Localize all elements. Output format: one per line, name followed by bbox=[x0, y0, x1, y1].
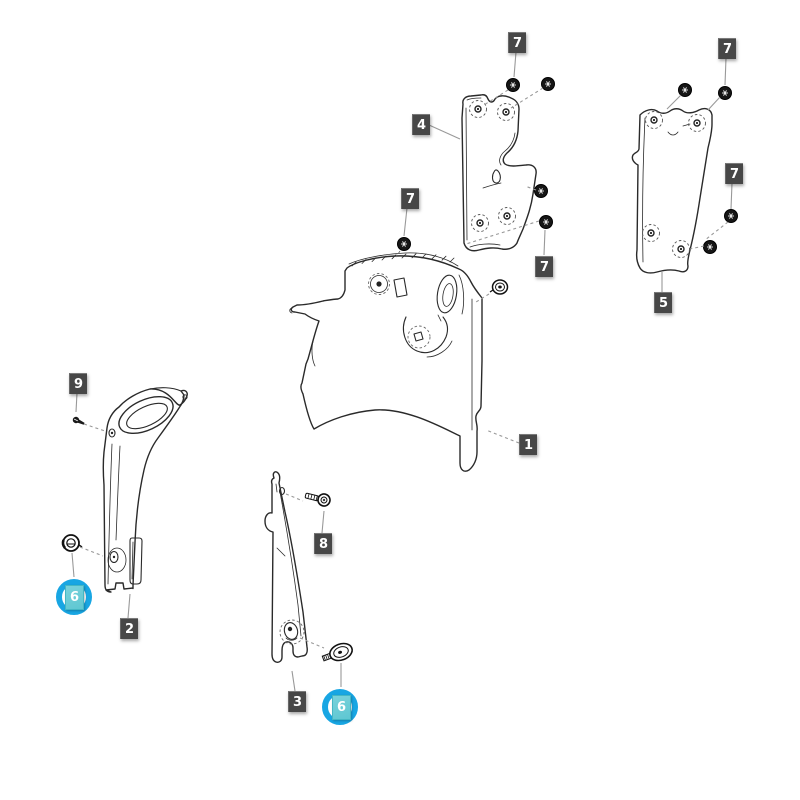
callout-label-5: 5 bbox=[654, 292, 672, 313]
callout-label-7: 7 bbox=[718, 38, 736, 59]
leader-lines bbox=[71, 51, 733, 692]
callout-label-4: 4 bbox=[412, 114, 430, 135]
grommet-6-icon bbox=[61, 534, 83, 552]
screw-9-icon bbox=[72, 416, 85, 425]
part-3-pillar-trim bbox=[264, 471, 308, 663]
part-1-panel bbox=[289, 252, 483, 472]
screw-8-icon bbox=[304, 492, 331, 507]
callout-label-7: 7 bbox=[725, 163, 743, 184]
callout-label-7: 7 bbox=[508, 32, 526, 53]
part-4-bracket bbox=[461, 94, 537, 252]
highlight-ring bbox=[322, 689, 358, 725]
highlight-callout-6: 6 bbox=[332, 695, 351, 720]
callout-label-3: 3 bbox=[288, 691, 306, 712]
clip-icon bbox=[489, 279, 509, 295]
callout-label-8: 8 bbox=[314, 533, 332, 554]
callout-label-7: 7 bbox=[401, 188, 419, 209]
callout-label-7: 7 bbox=[535, 256, 553, 277]
callout-label-1: 1 bbox=[519, 434, 537, 455]
highlight-callout-6: 6 bbox=[65, 585, 84, 610]
callout-label-2: 2 bbox=[120, 618, 138, 639]
callout-label-9: 9 bbox=[69, 373, 87, 394]
pushpin-6-icon bbox=[321, 642, 353, 662]
highlight-ring bbox=[56, 579, 92, 615]
bolt-icon bbox=[397, 77, 738, 254]
part-2-pillar-trim bbox=[102, 387, 188, 593]
part-5-bracket bbox=[631, 107, 713, 274]
